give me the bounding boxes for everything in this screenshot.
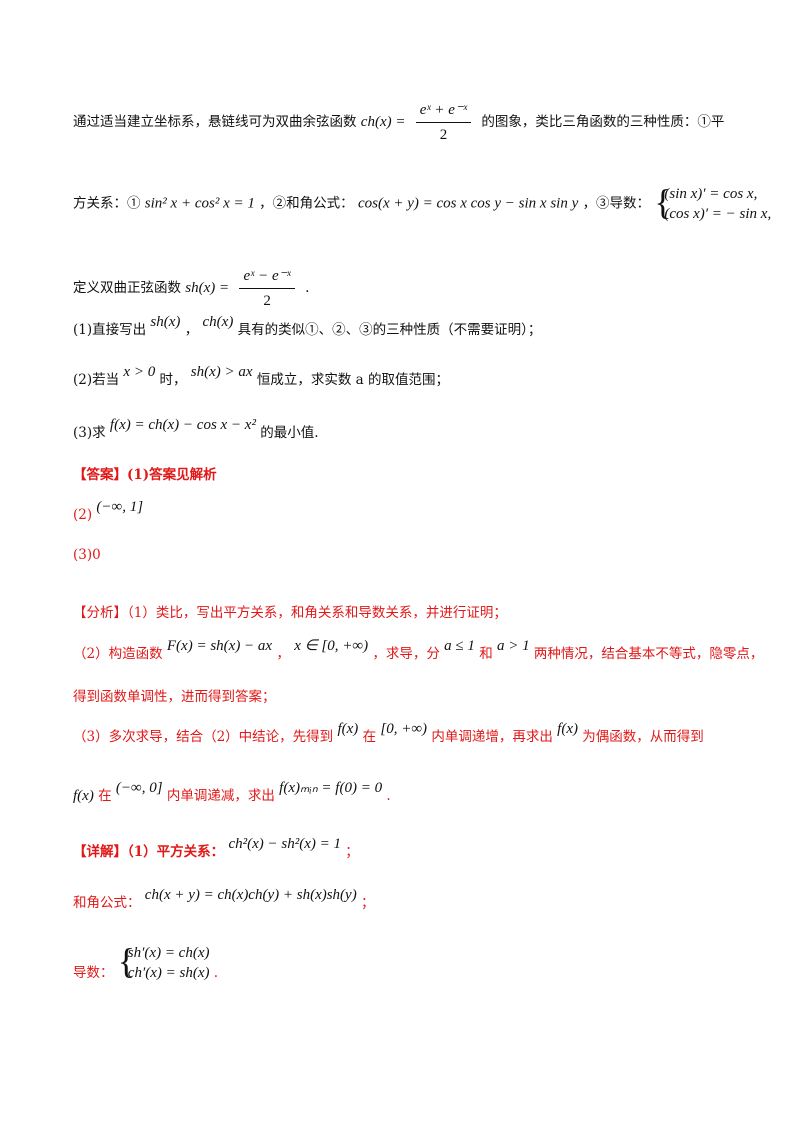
analysis-part-3: （3）多次求导，结合（2）中结论，先得到 f(x) 在 [0, +∞) 内单调递… [73,721,704,747]
analysis-3-in-2: 在 [98,788,112,804]
question-1-separator: ， [184,322,199,338]
analysis-part-2: （2）构造函数 F(x) = sh(x) − ax ， x ∈ [0, +∞) … [73,638,764,664]
detail-sum-formula: 和角公式： ch(x + y) = ch(x)ch(y) + sh(x)sh(y… [73,887,375,913]
intro-line: 通过适当建立坐标系，悬链线可为双曲余弦函数 ch(x) = eˣ + e⁻ˣ 2… [73,100,724,145]
analysis-2-and: 和 [479,646,493,662]
analysis-2-domain: x ∈ [0, +∞) [294,638,369,654]
analysis-3-f-2: f(x) [73,788,94,804]
detail-label: 【详解】（1）平方关系： [73,844,225,860]
analysis-3-interval: [0, +∞) [380,721,428,737]
square-relation-label: 方关系：① [73,195,141,212]
question-2-text-b: 时， [159,372,187,388]
analysis-part-2-line-2: 得到函数单调性，进而得到答案； [73,689,276,705]
sh-definition-line: 定义双曲正弦函数 sh(x) = eˣ − e⁻ˣ 2 . [73,266,309,311]
question-2-condition: x > 0 [123,364,156,380]
detail-sum-label: 和角公式： [73,895,141,911]
analysis-3-text: （3）多次求导，结合（2）中结论，先得到 [73,729,334,745]
intro-text: 通过适当建立坐标系，悬链线可为双曲余弦函数 [73,114,357,130]
sh-fraction: eˣ − e⁻ˣ 2 [239,266,295,311]
ch-definition-lhs: ch(x) = [360,114,406,130]
question-3: (3)求 f(x) = ch(x) − cos x − x² 的最小值. [73,417,319,443]
sum-formula-label: ，②和角公式： [259,195,354,212]
detail-derivative-end: . [213,964,219,981]
sh-denominator: 2 [263,293,271,309]
detail-derivative-system: sh′(x) = ch(x) ch′(x) = sh(x) [118,939,210,983]
derivative-label: ，③导数： [582,195,651,212]
sh-definition-text: 定义双曲正弦函数 [73,280,181,296]
analysis-3-f-even: f(x) [557,721,578,737]
question-2-text: (2)若当 [73,372,120,388]
detail-sum-end: ； [361,895,375,911]
intro-text-continued: 的图象，类比三角函数的三种性质：①平 [481,114,725,130]
analysis-2-text: （2）构造函数 [73,646,163,662]
analysis-3-end: . [386,788,391,804]
detail-derivative-label: 导数： [73,964,114,981]
detail-derivatives: 导数： sh′(x) = ch(x) ch′(x) = sh(x) . [73,939,219,983]
answer-2-prefix: (2) [73,507,93,523]
answer-label: 【答案】(1)答案见解析 [73,467,217,483]
question-2-text-c: 恒成立，求实数 a 的取值范围； [256,372,449,388]
detail-derivative-sh: sh′(x) = ch(x) [127,945,210,961]
question-1-text: (1)直接写出 [73,322,147,338]
derivative-system: (sin x)′ = cos x, (cos x)′ = − sin x, [654,180,772,224]
question-2: (2)若当 x > 0 时， sh(x) > ax 恒成立，求实数 a 的取值范… [73,364,449,390]
analysis-2-text-b: ，求导，分 [372,646,440,662]
analysis-3-text-b: 内单调递增，再求出 [431,729,553,745]
square-identity: sin² x + cos² x = 1 [144,195,255,212]
analysis-3-interval-2: (−∞, 0] [115,780,163,796]
detail-square-end: ； [345,844,359,860]
answer-2-value: (−∞, 1] [96,499,144,515]
question-1-text-continued: 具有的类似①、②、③的三种性质（不需要证明）； [237,322,542,338]
sh-definition-end: . [305,280,310,296]
sh-definition-lhs: sh(x) = [185,280,230,296]
answer-3: (3)0 [73,547,101,563]
analysis-2-case-2: a > 1 [496,638,530,654]
analysis-label: 【分析】（1）类比，写出平方关系，和角关系和导数关系，并进行证明； [73,605,507,621]
derivative-sin: (sin x)′ = cos x, [664,186,758,202]
question-3-text: (3)求 [73,425,106,441]
analysis-3-text-c: 为偶函数，从而得到 [582,729,704,745]
question-1-ch: ch(x) [202,314,234,330]
detail-square-relation: 【详解】（1）平方关系： ch²(x) − sh²(x) = 1 ； [73,836,359,862]
question-1: (1)直接写出 sh(x) ， ch(x) 具有的类似①、②、③的三种性质（不需… [73,314,542,340]
analysis-2-case-1: a ≤ 1 [444,638,475,654]
analysis-2-text-c: 两种情况，结合基本不等式，隐零点， [533,646,764,662]
analysis-part-3-line-2: f(x) 在 (−∞, 0] 内单调递减，求出 f(x)ₘᵢₙ = f(0) =… [73,780,391,806]
derivative-cos: (cos x)′ = − sin x, [664,206,772,222]
detail-sum-identity: ch(x + y) = ch(x)ch(y) + sh(x)sh(y) [144,887,357,903]
analysis-3-in: 在 [362,729,377,745]
detail-square-identity: ch²(x) − sh²(x) = 1 [228,836,341,852]
analysis-3-minimum: f(x)ₘᵢₙ = f(0) = 0 [279,780,383,796]
properties-line: 方关系：① sin² x + cos² x = 1 ，②和角公式： cos(x … [73,180,772,224]
question-3-function: f(x) = ch(x) − cos x − x² [109,417,256,433]
analysis-3-f: f(x) [337,721,359,737]
question-2-inequality: sh(x) > ax [190,364,253,380]
analysis-2-separator: ， [276,646,290,662]
answer-2: (2) (−∞, 1] [73,499,143,525]
ch-denominator: 2 [439,127,448,143]
question-3-text-b: 的最小值. [260,425,319,441]
question-1-sh: sh(x) [150,314,181,330]
analysis-3-text-d: 内单调递减，求出 [166,788,275,804]
ch-fraction: eˣ + e⁻ˣ 2 [415,100,472,145]
ch-numerator: eˣ + e⁻ˣ [415,100,472,123]
sh-numerator: eˣ − e⁻ˣ [239,266,295,289]
detail-derivative-ch: ch′(x) = sh(x) [127,965,210,981]
analysis-2-function: F(x) = sh(x) − ax [166,638,273,654]
sum-formula: cos(x + y) = cos x cos y − sin x sin y [357,195,579,212]
